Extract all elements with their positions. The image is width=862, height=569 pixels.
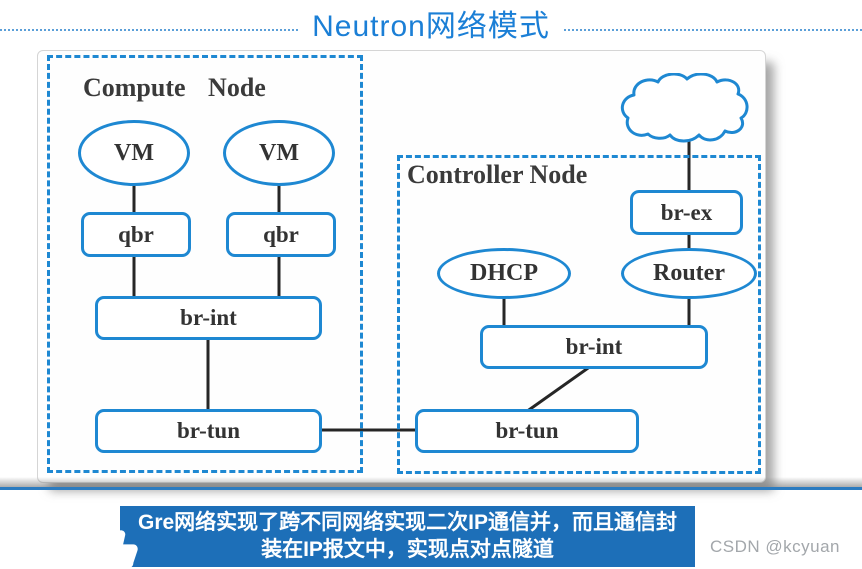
caption-line-2: 装在IP报文中，实现点对点隧道 <box>261 538 554 561</box>
controller-node-label: Controller Node <box>407 160 588 189</box>
watermark-text: CSDN @kcyuan <box>710 537 841 556</box>
compute-node-box <box>47 55 363 473</box>
vm-node-2: VM <box>223 120 335 186</box>
caption-banner: Gre网络实现了跨不同网络实现二次IP通信并，而且通信封 装在IP报文中，实现点… <box>120 506 695 567</box>
bottom-divider-line <box>0 487 862 490</box>
qbr-node-2: qbr <box>226 212 336 257</box>
compute-br-int-node: br-int <box>95 296 322 340</box>
dhcp-node: DHCP <box>437 248 571 299</box>
page-title: Neutron网络模式 <box>0 1 862 45</box>
controller-node-box <box>397 155 761 474</box>
page-title-text: Neutron网络模式 <box>300 1 562 45</box>
vm-node-1: VM <box>78 120 190 186</box>
compute-br-tun-node: br-tun <box>95 409 322 453</box>
compute-node-label: Compute Node <box>83 73 266 102</box>
qbr-node-1: qbr <box>81 212 191 257</box>
router-node: Router <box>621 248 757 299</box>
card-bottom-shadow <box>0 477 862 487</box>
caption-line-1: Gre网络实现了跨不同网络实现二次IP通信并，而且通信封 <box>137 511 678 534</box>
controller-br-tun-node: br-tun <box>415 409 639 453</box>
cloud-icon <box>620 73 749 143</box>
thumbs-up-icon <box>101 530 138 568</box>
controller-br-int-node: br-int <box>480 325 708 369</box>
network-diagram: Compute Node Controller Node VM VM qbr q… <box>37 50 766 483</box>
br-ex-node: br-ex <box>630 190 743 235</box>
connector-lines <box>132 139 691 432</box>
